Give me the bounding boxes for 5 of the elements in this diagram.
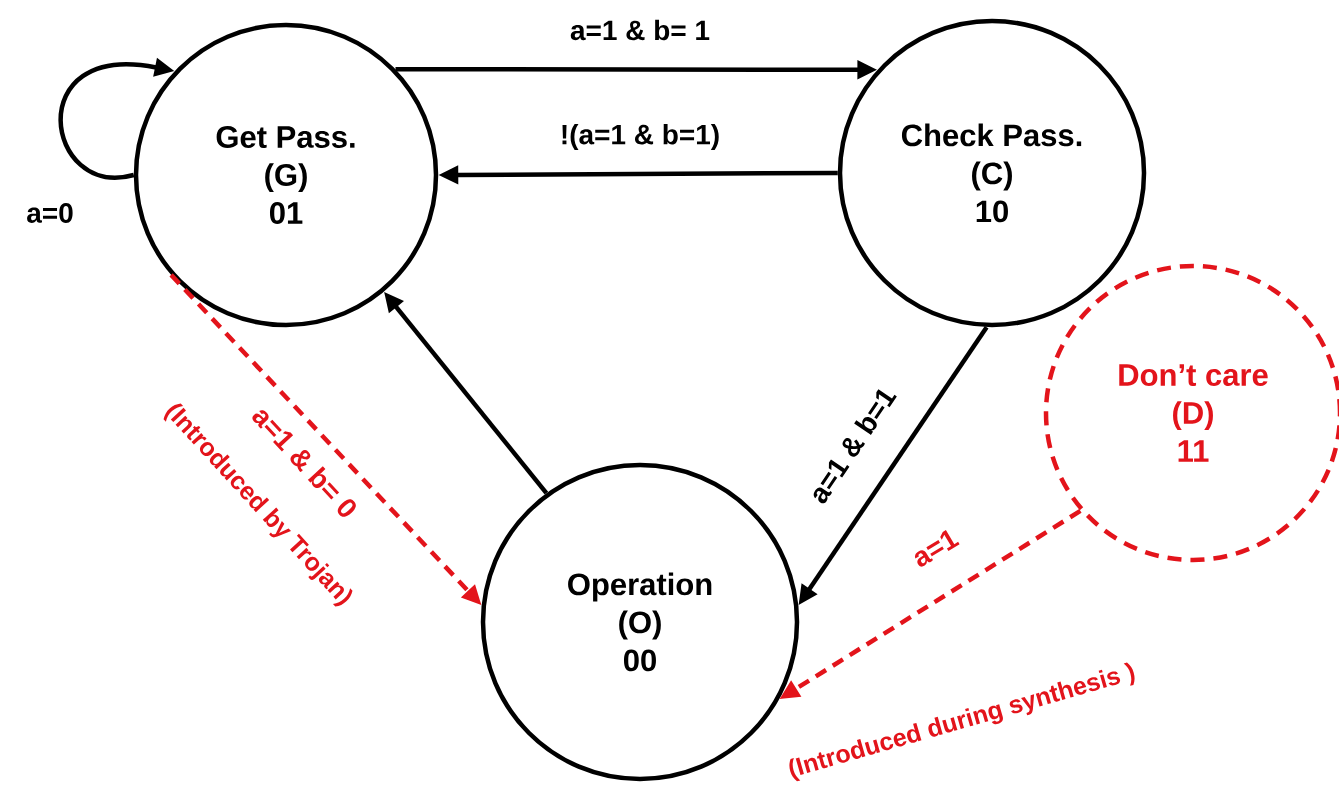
edge-label: !(a=1 & b=1) — [557, 121, 723, 153]
edge-label: a=1 & b=1 — [803, 381, 901, 509]
edge-label: a=1 — [906, 524, 964, 572]
edge-label: a=0 — [24, 201, 76, 225]
edge-label: a=1 & b= 1 — [567, 17, 713, 43]
